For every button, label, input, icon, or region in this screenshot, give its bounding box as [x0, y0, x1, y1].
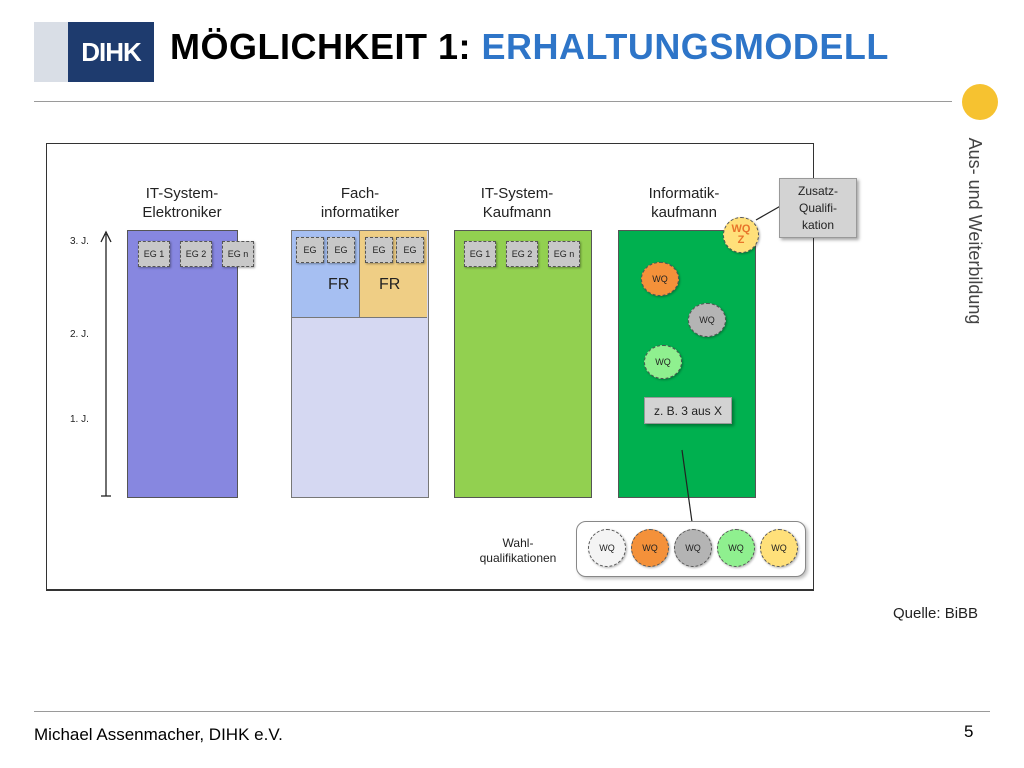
title-accent: ERHALTUNGSMODELL — [481, 26, 889, 67]
page-title: MÖGLICHKEIT 1: ERHALTUNGSMODELL — [170, 26, 889, 68]
wq-circle-lightgreen: WQ — [644, 345, 682, 379]
wahl-connector-line — [681, 449, 693, 523]
eg-box: EG 1 — [138, 241, 170, 267]
source-note: Quelle: BiBB — [893, 605, 979, 622]
page-number: 5 — [964, 722, 974, 741]
year-label-2: 2. J. — [70, 329, 89, 340]
eg-box: EG — [396, 237, 424, 263]
column-title-informatikkaufmann: Informatik- kaufmann — [648, 185, 720, 221]
column-title-it-system-elektroniker: IT-System- Elektroniker — [142, 185, 222, 221]
footer-author: Michael Assenmacher, DIHK e.V. — [34, 725, 283, 744]
fr-label-right: FR — [379, 276, 401, 293]
column-title-it-system-kaufmann: IT-System- Kaufmann — [480, 185, 554, 221]
wqz-circle: WQ Z — [723, 217, 759, 253]
footer-divider — [34, 711, 990, 712]
zusatz-qualifikation-box: Zusatz- Qualifi- kation — [779, 178, 857, 238]
eg-box: EG n — [222, 241, 254, 267]
wahl-label: Wahl- qualifikationen — [479, 536, 557, 565]
logo-text: DIHK — [68, 22, 154, 82]
dihk-logo: DIHK — [34, 22, 154, 82]
column-it-system-kaufmann — [454, 230, 592, 498]
title-prefix: MÖGLICHKEIT 1: — [170, 26, 482, 67]
wq-circle-orange: WQ — [641, 262, 679, 296]
sun-circle-icon — [962, 84, 998, 120]
wahl-wq-white: WQ — [588, 529, 626, 567]
year-axis-arrow — [100, 230, 112, 497]
header-divider — [34, 101, 952, 102]
eg-box: EG — [296, 237, 324, 263]
eg-box: EG 2 — [180, 241, 212, 267]
wahl-wq-orange: WQ — [631, 529, 669, 567]
wq-circle-gray: WQ — [688, 303, 726, 337]
column-it-system-elektroniker — [127, 230, 238, 498]
eg-box: EG 1 — [464, 241, 496, 267]
wahl-wq-lightgreen: WQ — [717, 529, 755, 567]
eg-box: EG — [327, 237, 355, 263]
eg-box: EG n — [548, 241, 580, 267]
example-label-box: z. B. 3 aus X — [644, 397, 732, 424]
column-title-fachinformatiker: Fach- informatiker — [320, 185, 400, 221]
eg-box: EG — [365, 237, 393, 263]
eg-box: EG 2 — [506, 241, 538, 267]
wahl-wq-gray: WQ — [674, 529, 712, 567]
fr-label-left: FR — [328, 276, 350, 293]
year-label-1: 1. J. — [70, 414, 89, 425]
side-label: Aus- und Weiterbildung — [965, 137, 985, 325]
year-label-3: 3. J. — [70, 236, 89, 247]
wahl-wq-yellow: WQ — [760, 529, 798, 567]
